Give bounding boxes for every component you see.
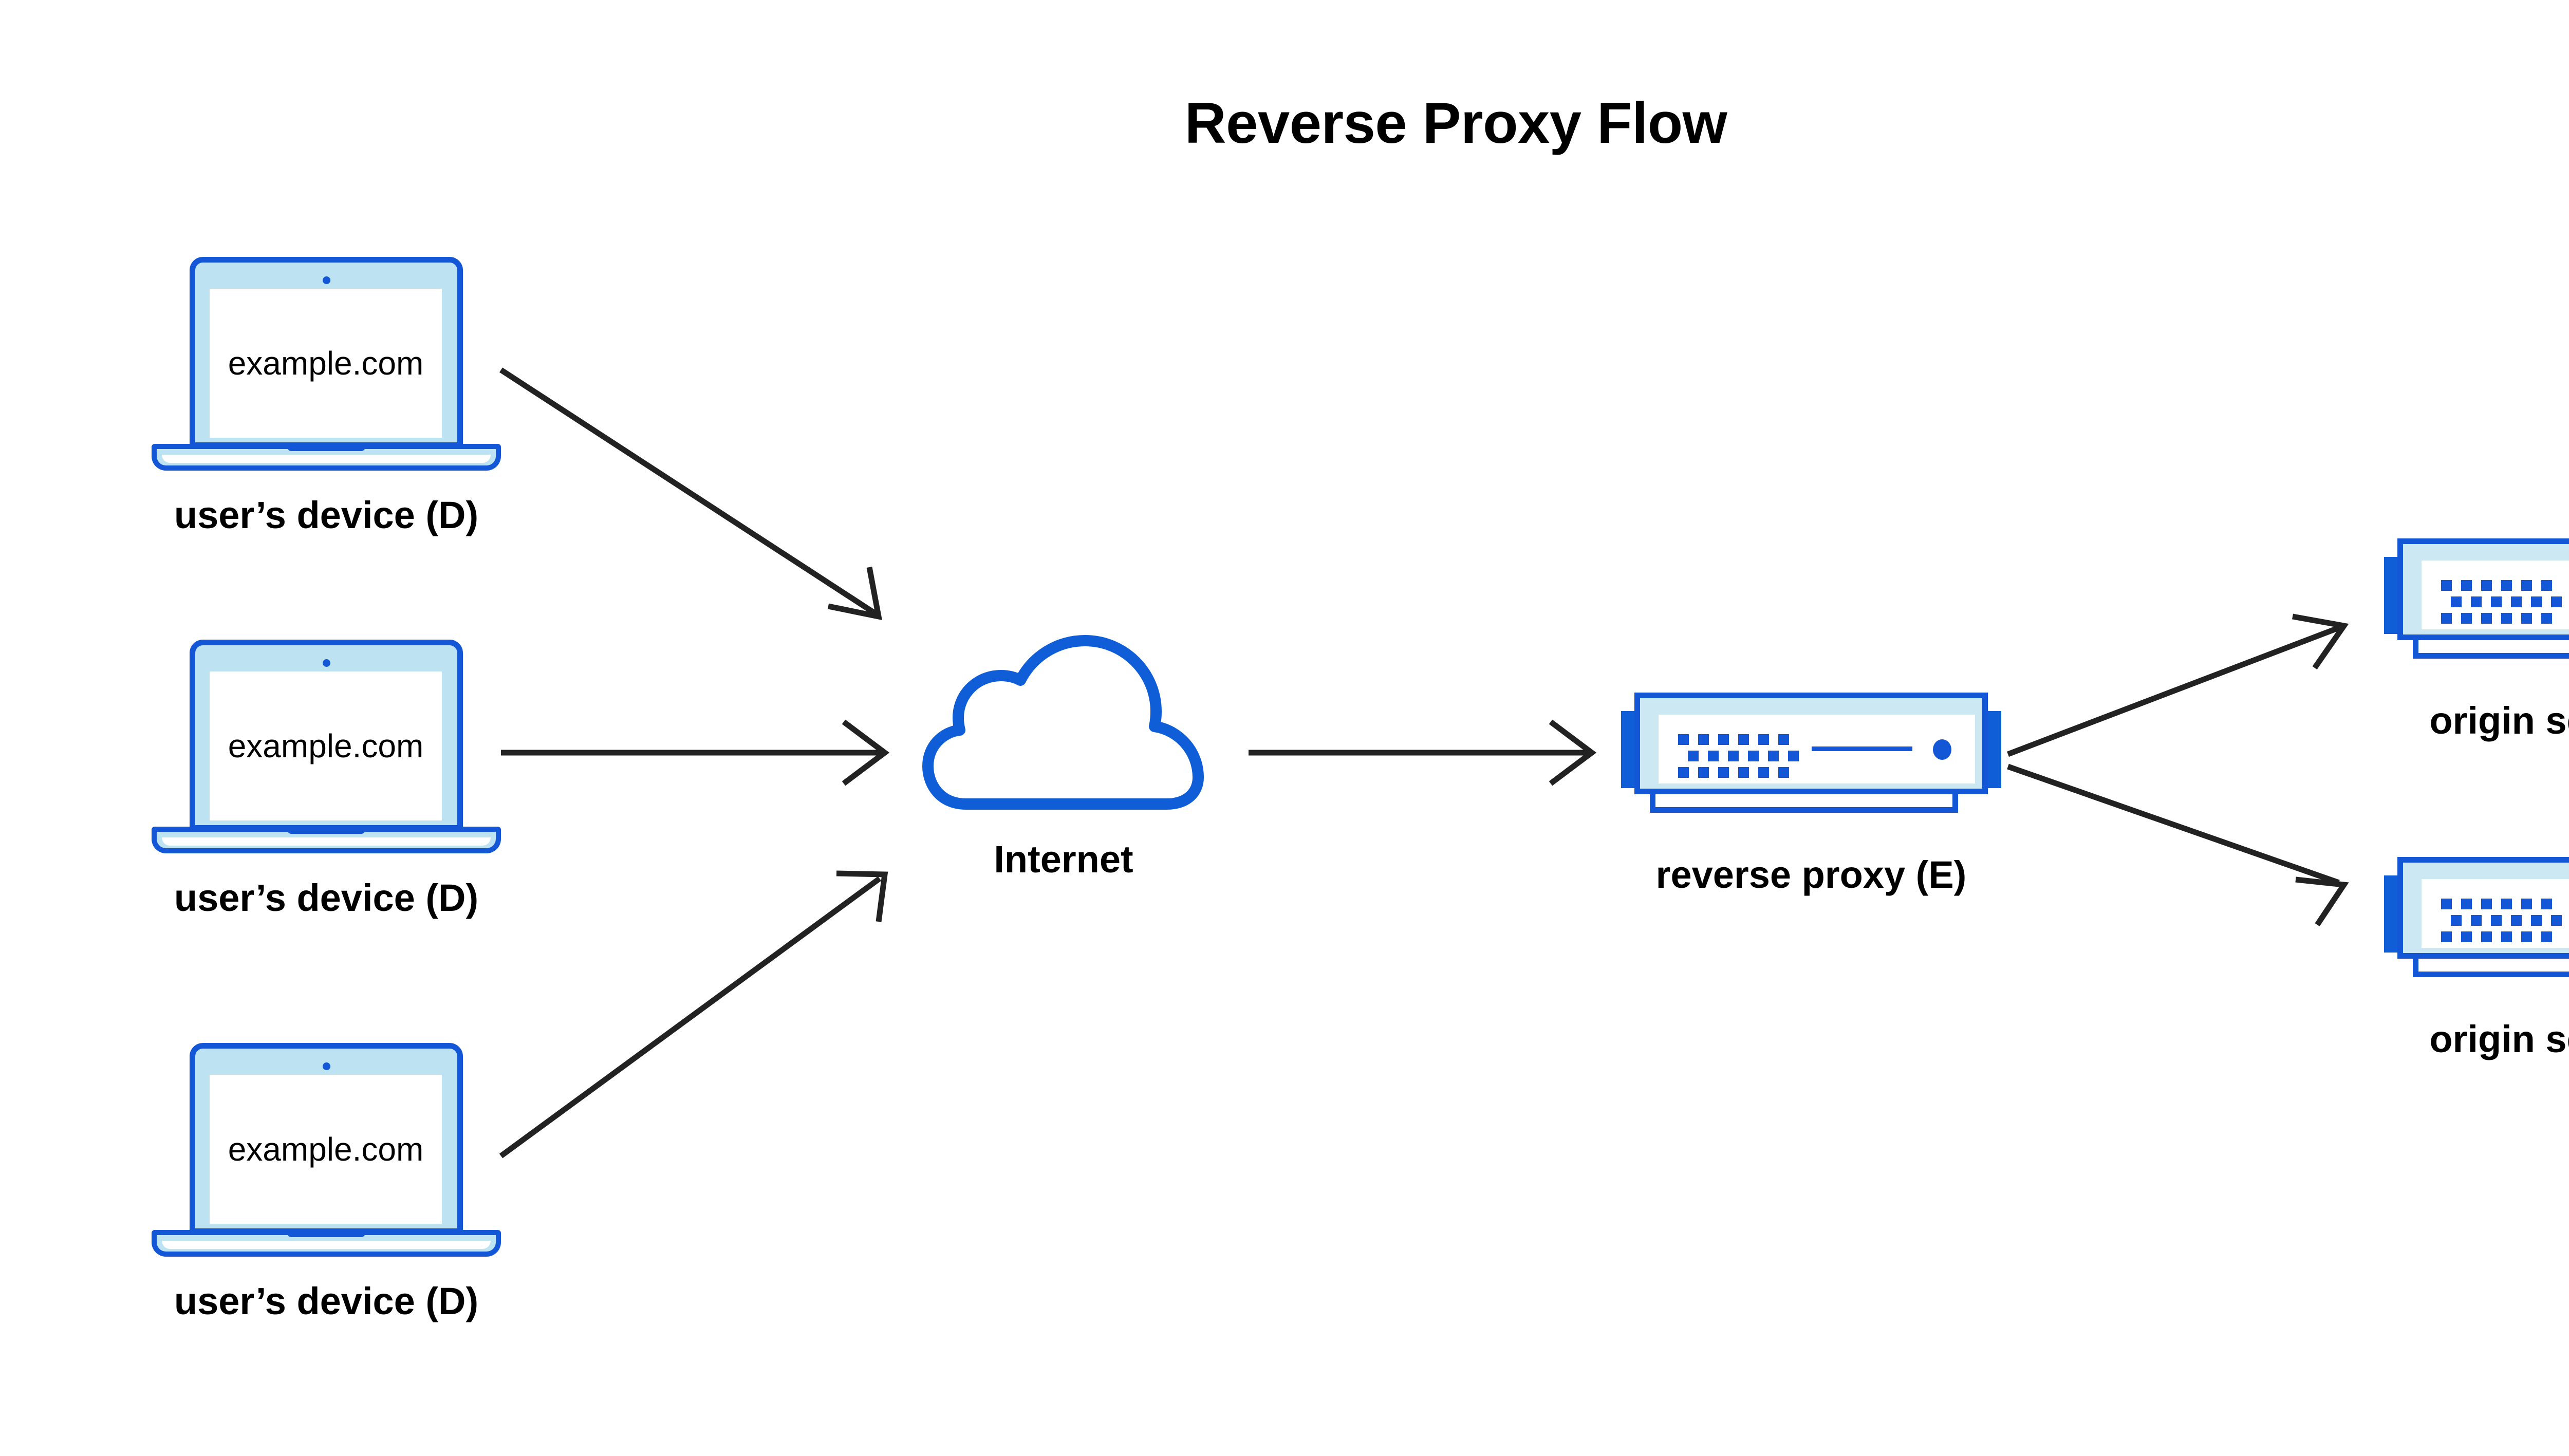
laptop-base-inner [162, 837, 491, 846]
server-panel [2422, 561, 2569, 629]
camera-icon [323, 1062, 330, 1070]
laptop-screen: example.com [210, 671, 442, 820]
laptop-base-inner [162, 455, 491, 463]
laptop-hinge-notch [287, 827, 365, 834]
page-title: Reverse Proxy Flow [1184, 91, 1727, 155]
laptop-icon: example.com [152, 640, 501, 855]
laptop-screen: example.com [210, 289, 442, 438]
server-tab-left [2384, 557, 2399, 634]
server-port-row [2441, 580, 2555, 591]
server-icon [2384, 848, 2569, 997]
screen-url-text: example.com [228, 345, 424, 382]
server-icon [2384, 529, 2569, 678]
camera-icon [323, 659, 330, 667]
server-panel [1659, 715, 1975, 783]
server-port-row [2451, 596, 2565, 608]
node-origin-top[interactable]: origin server (F) [2384, 529, 2569, 766]
server-port-grid [1678, 734, 1799, 778]
screen-url-text: example.com [228, 727, 424, 764]
server-body [2397, 857, 2569, 959]
edge-internet-to-proxy [1249, 719, 1597, 786]
node-label-client-top: user’s device (D) [174, 494, 479, 536]
node-client-bottom[interactable]: example.com user’s device (D) [152, 1043, 501, 1331]
node-label-reverse-proxy: reverse proxy (E) [1655, 853, 1967, 896]
server-led-indicator [1933, 739, 1951, 760]
laptop-icon: example.com [152, 257, 501, 473]
node-client-top[interactable]: example.com user’s device (D) [152, 257, 501, 545]
laptop-hinge-notch [287, 444, 365, 451]
edge-proxy-to-origin-bottom [2007, 763, 2349, 927]
server-port-row [2441, 613, 2555, 624]
node-label-origin-top: origin server (F) [2429, 699, 2569, 742]
edge-proxy-to-origin-top [2007, 613, 2349, 757]
laptop-base-inner [162, 1241, 491, 1249]
server-port-row [2441, 899, 2555, 910]
camera-icon [323, 276, 330, 284]
server-port-row [1678, 767, 1792, 778]
server-tab-left [2384, 875, 2399, 953]
server-panel [2422, 879, 2569, 948]
node-label-client-middle: user’s device (D) [174, 876, 479, 919]
screen-url-text: example.com [228, 1131, 424, 1168]
server-port-row [1688, 751, 1802, 762]
node-reverse-proxy[interactable]: reverse proxy (E) [1621, 683, 2001, 920]
server-body [1634, 693, 1988, 794]
server-tab-left [1621, 711, 1636, 788]
edge-client-top-to-internet [499, 367, 882, 621]
server-icon [1621, 683, 2001, 832]
server-port-row [2441, 931, 2555, 943]
server-body [2397, 538, 2569, 640]
cloud-icon [920, 634, 1207, 825]
server-port-grid [2441, 580, 2562, 624]
laptop-icon: example.com [152, 1043, 501, 1259]
node-origin-bottom[interactable]: origin server (F) [2384, 848, 2569, 1084]
laptop-hinge-notch [287, 1230, 365, 1237]
node-client-middle[interactable]: example.com user’s device (D) [152, 640, 501, 927]
server-port-row [2451, 915, 2565, 926]
node-label-origin-bottom: origin server (F) [2429, 1018, 2569, 1060]
laptop-screen: example.com [210, 1075, 442, 1224]
server-tab-right [1986, 711, 2001, 788]
node-internet[interactable]: Internet [920, 634, 1207, 881]
server-port-row [1678, 734, 1792, 745]
edge-client-bottom-to-internet [499, 870, 888, 1159]
node-label-internet: Internet [994, 838, 1133, 881]
edge-client-middle-to-internet [501, 719, 890, 786]
server-status-line [1812, 746, 1912, 751]
node-label-client-bottom: user’s device (D) [174, 1280, 479, 1322]
server-port-grid [2441, 899, 2562, 943]
